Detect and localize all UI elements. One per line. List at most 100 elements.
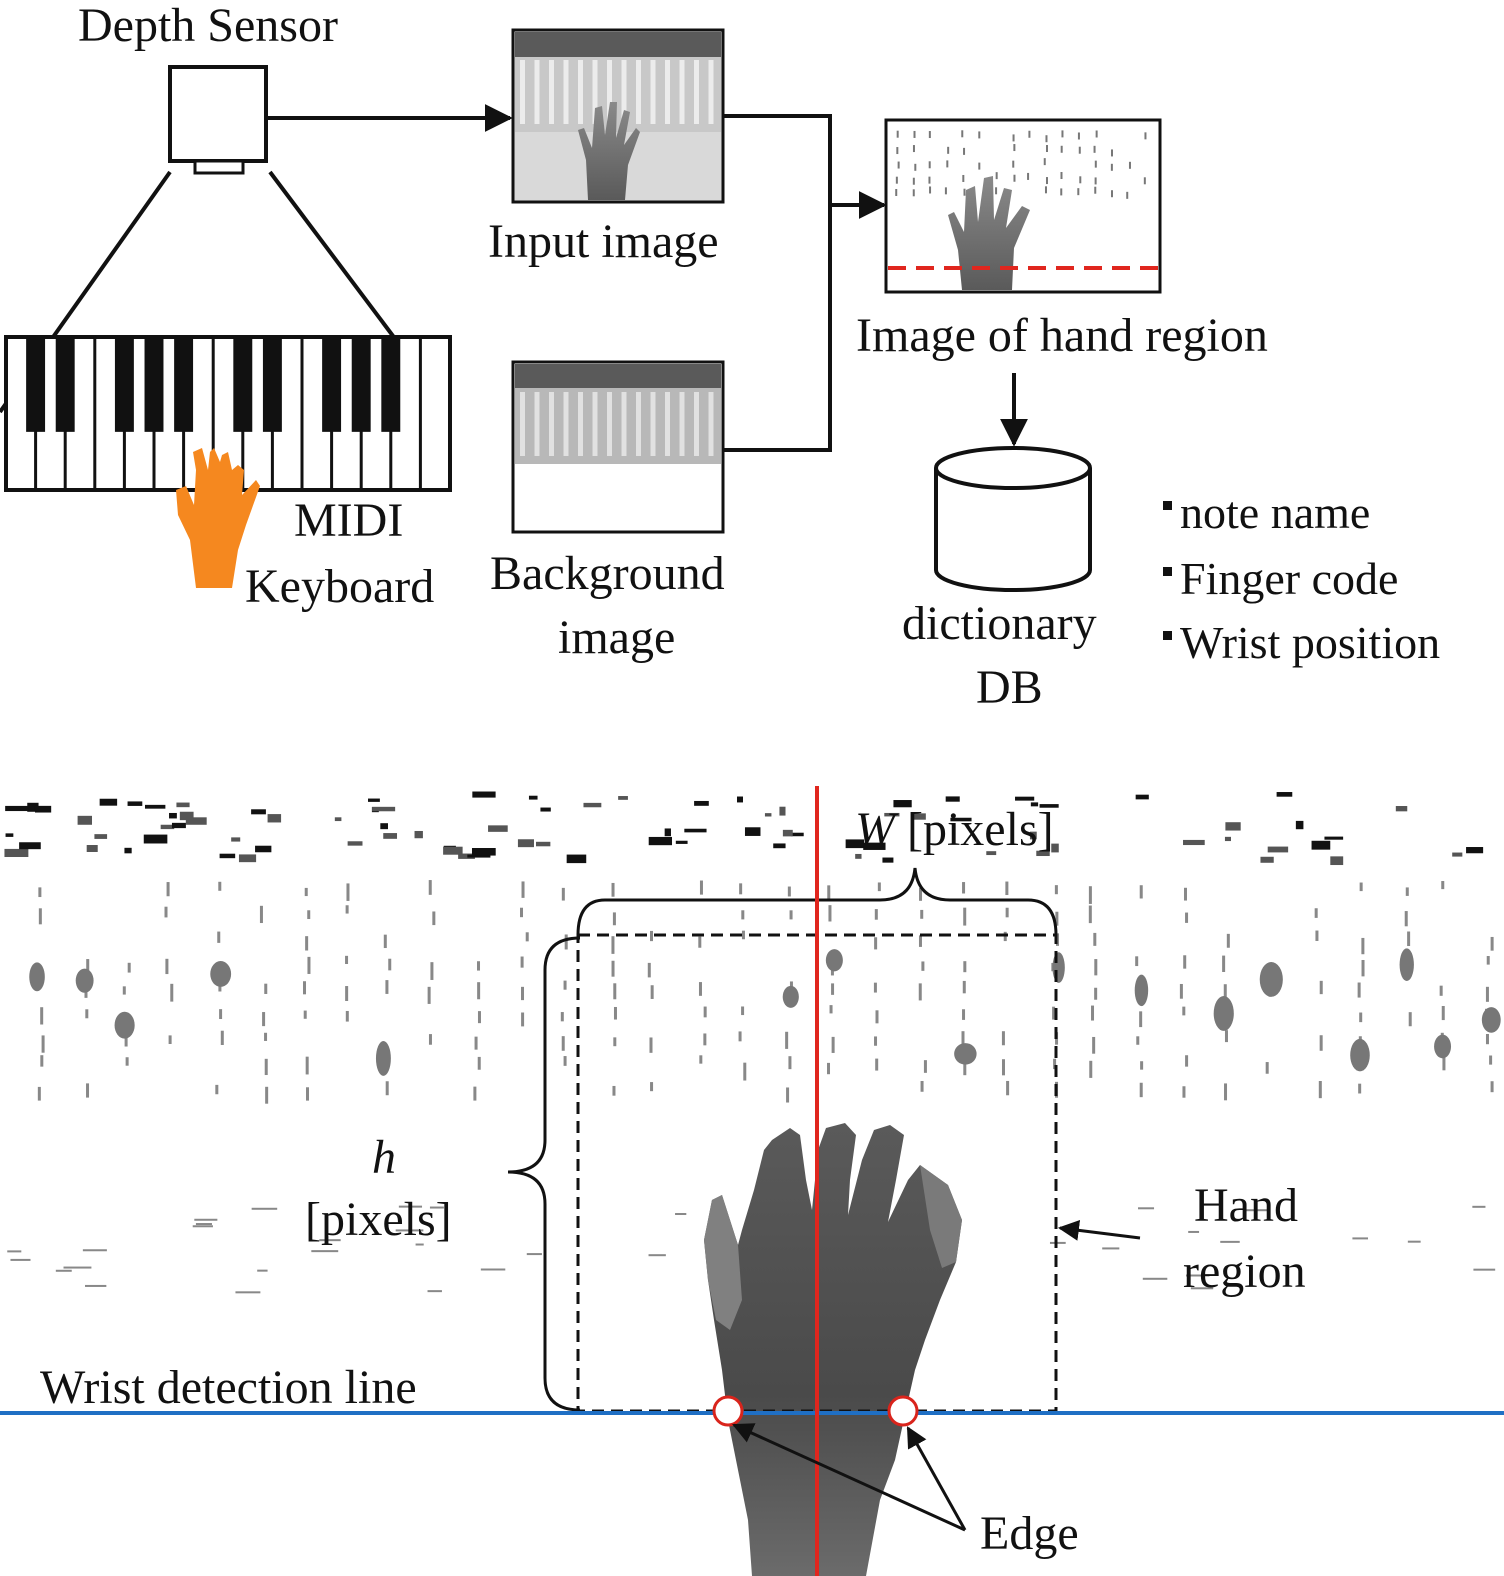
noise-blob (583, 802, 602, 808)
depth-speck (944, 187, 947, 195)
depth-speck (913, 130, 916, 138)
background-label-line1: Background (490, 547, 725, 600)
noise-dash (1094, 987, 1098, 1000)
noise-dash (430, 962, 434, 980)
noise-blob (1350, 1038, 1370, 1072)
hand-region-label-line1: Hand (1194, 1179, 1298, 1232)
bullet-icon (1163, 630, 1172, 640)
noise-dash (1091, 1005, 1095, 1021)
noise-blob (4, 848, 29, 858)
noise-dash (1182, 1086, 1186, 1098)
noise-dash (345, 955, 349, 964)
depth-speck (946, 160, 949, 168)
noise-blob (675, 840, 688, 844)
noise-dash (1139, 1082, 1143, 1098)
noise-blob (1015, 796, 1035, 801)
noise-dash (921, 961, 925, 971)
noise-dash (1142, 1277, 1168, 1280)
noise-dash (962, 882, 966, 894)
noise-dash (1489, 1055, 1493, 1065)
noise-dash (920, 909, 924, 919)
noise-blob (27, 802, 39, 812)
noise-dash (741, 910, 745, 920)
noise-dash (194, 1218, 218, 1221)
noise-blob (744, 827, 761, 836)
noise-dash (10, 1258, 31, 1261)
noise-blob (1051, 843, 1059, 853)
noise-blob (1224, 836, 1231, 842)
noise-dash (304, 887, 308, 897)
depth-speck (1126, 191, 1129, 199)
noise-dash (1361, 937, 1365, 955)
noise-blob (458, 853, 475, 859)
depth-speck (1013, 174, 1016, 182)
edge-arrow-left (732, 1423, 966, 1532)
noise-blob (471, 848, 496, 856)
noise-dash (564, 934, 568, 950)
noise-blob (375, 1041, 391, 1076)
depth-stripe (694, 392, 699, 456)
noise-dash (675, 1213, 687, 1216)
noise-dash (262, 1012, 266, 1027)
noise-dash (1092, 1036, 1096, 1054)
noise-dash (307, 956, 311, 974)
noise-blob (114, 1011, 135, 1039)
noise-blob (383, 833, 398, 839)
depth-stripe (578, 392, 583, 456)
noise-dash (963, 961, 967, 973)
noise-dash (1056, 933, 1060, 946)
noise-blob (1052, 952, 1065, 983)
noise-blob (1395, 806, 1408, 812)
noise-blob (251, 809, 266, 815)
noise-dash (1138, 1207, 1155, 1210)
noise-dash (427, 1290, 442, 1293)
noise-dash (611, 960, 615, 977)
noise-blob (144, 804, 166, 809)
depth-speck (1093, 145, 1096, 153)
noise-dash (560, 1012, 564, 1022)
noise-dash (703, 1033, 707, 1046)
noise-dash (1407, 1240, 1421, 1243)
noise-blob (19, 842, 41, 850)
noise-dash (1223, 984, 1227, 1000)
background-image-thumbnail (511, 360, 725, 534)
noise-blob (467, 854, 491, 858)
depth-stripe (621, 392, 627, 456)
noise-dash (85, 1284, 107, 1287)
noise-blob (77, 815, 93, 825)
noise-dash (1490, 1081, 1494, 1093)
noise-dash (874, 909, 878, 920)
noise-dash (477, 982, 481, 1000)
noise-blob (773, 843, 786, 849)
depth-speck (978, 162, 981, 170)
noise-dash (1315, 930, 1319, 941)
noise-dash (1245, 1209, 1269, 1212)
noise-blob (380, 823, 388, 830)
midi-keyboard-icon (4, 335, 452, 492)
noise-blob (176, 802, 190, 808)
noise-dash (306, 1087, 310, 1101)
noise-dash (962, 1009, 966, 1020)
noise-dash (1224, 1030, 1228, 1043)
noise-dash (1319, 980, 1323, 995)
noise-dash (741, 1006, 745, 1016)
depth-speck (961, 130, 964, 138)
noise-dash (1185, 1055, 1189, 1067)
noise-dash (920, 1080, 924, 1092)
noise-dash (923, 1060, 927, 1073)
depth-speck (962, 174, 965, 182)
hand-region-arrow (1057, 1219, 1141, 1241)
noise-blob (1134, 974, 1149, 1007)
noise-dash (875, 1010, 879, 1024)
noise-dash (1006, 1080, 1010, 1096)
depth-stripe (563, 392, 569, 456)
depth-speck (1060, 188, 1063, 196)
noise-dash (1005, 907, 1009, 918)
noise-blob (782, 985, 799, 1008)
noise-dash (264, 1032, 268, 1041)
noise-blob (664, 828, 671, 837)
merge-connector (723, 114, 832, 452)
noise-dash (1182, 1006, 1186, 1016)
noise-dash (1361, 959, 1365, 977)
